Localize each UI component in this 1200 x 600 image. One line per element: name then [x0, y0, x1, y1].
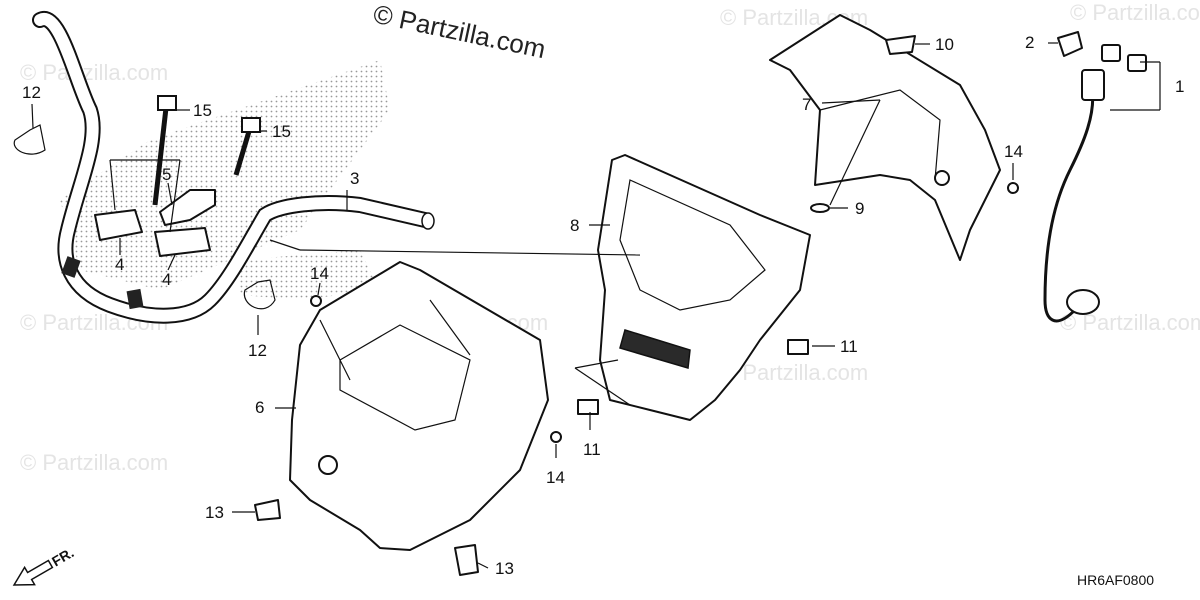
callout-label: 3	[350, 169, 359, 188]
grommet	[934, 170, 950, 186]
clip	[1057, 31, 1083, 57]
shading	[240, 250, 380, 300]
callout-label: 10	[935, 35, 954, 54]
callout-label: 9	[855, 199, 864, 218]
headlight-case-detail	[619, 179, 766, 311]
callout-labels: 1 2 3 4 4 5 6 7 8 9 10 11 11 12 12 13 13…	[22, 33, 1184, 578]
handlebar-holder	[94, 209, 211, 257]
leader-lines	[31, 42, 1161, 569]
front-label: FR.	[49, 544, 77, 569]
headlight-case-detail	[619, 329, 691, 369]
bolt	[152, 95, 261, 206]
grommet	[318, 455, 338, 475]
watermark-text: © Partzilla.com	[20, 60, 168, 85]
headlight-cover-detail	[319, 299, 471, 381]
callout-label: 13	[205, 503, 224, 522]
callout-label: 4	[162, 270, 171, 289]
callout-label: 1	[1175, 77, 1184, 96]
cable-clip	[13, 124, 46, 155]
callout-label: 2	[1025, 33, 1034, 52]
callout-label: 12	[22, 83, 41, 102]
callout-label: 8	[570, 216, 579, 235]
watermark-text: © Partzilla.com	[20, 450, 168, 475]
callout-label: 15	[272, 122, 291, 141]
callout-label: 14	[310, 264, 329, 283]
watermark-text: © Partzilla.com	[1070, 0, 1200, 25]
watermark-main: © Partzilla.com	[371, 0, 549, 64]
callout-label: 4	[115, 255, 124, 274]
handlebar	[32, 11, 435, 324]
fastener	[254, 35, 1019, 576]
callout-label: 13	[495, 559, 514, 578]
front-arrow: FR.	[12, 544, 77, 586]
meter-visor	[769, 14, 1001, 261]
callout-label: 15	[193, 101, 212, 120]
callout-label: 6	[255, 398, 264, 417]
callout-label: 11	[840, 337, 858, 356]
callout-label: 5	[162, 165, 171, 184]
bracket	[159, 189, 216, 226]
headlight-cover-detail	[339, 324, 471, 431]
callout-label: 14	[546, 468, 565, 487]
diagram-code: HR6AF0800	[1077, 572, 1154, 588]
headlight-cover	[289, 261, 549, 551]
cable-clip	[243, 279, 276, 310]
wire-harness	[1043, 44, 1147, 323]
meter-visor-detail	[819, 89, 941, 181]
arrow-left-icon	[12, 559, 54, 586]
callout-label: 12	[248, 341, 267, 360]
callout-label: 11	[583, 440, 601, 459]
callout-label: 14	[1004, 142, 1023, 161]
callout-label: 7	[802, 95, 811, 114]
